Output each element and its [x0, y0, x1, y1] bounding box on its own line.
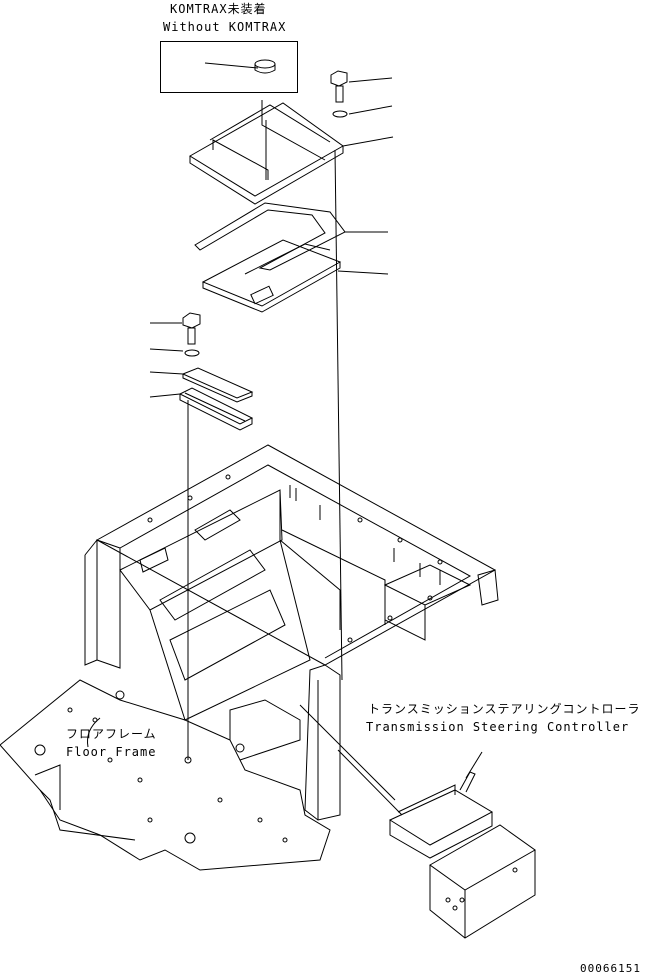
floor-frame-label-en: Floor Frame [66, 745, 157, 759]
bolt-top [330, 70, 393, 103]
floor-frame-leader [87, 717, 101, 748]
without-komtrax-box [160, 41, 298, 93]
cover-plate [201, 239, 389, 313]
washer-top [332, 105, 393, 118]
note-title-jp: KOMTRAX未装着 [170, 2, 267, 16]
floor-frame-label-jp: フロアフレーム [66, 727, 157, 741]
bracket-plate [189, 100, 394, 205]
mount-hole [184, 756, 192, 764]
washer-left [149, 348, 200, 357]
floor-frame [0, 444, 499, 871]
leader-line-right [334, 149, 343, 681]
channel-spacer [149, 387, 254, 431]
controller-label-en: Transmission Steering Controller [366, 720, 630, 734]
bolt-left [150, 312, 201, 345]
drawing-number: 00066151 [580, 962, 641, 975]
spacer-plate [149, 367, 254, 403]
gasket [194, 202, 388, 271]
controller-label-jp: トランスミッションステアリングコントローラ [368, 702, 641, 716]
note-title-en: Without KOMTRAX [163, 20, 287, 34]
transmission-steering-controller [299, 704, 536, 939]
plug-part [204, 59, 276, 74]
